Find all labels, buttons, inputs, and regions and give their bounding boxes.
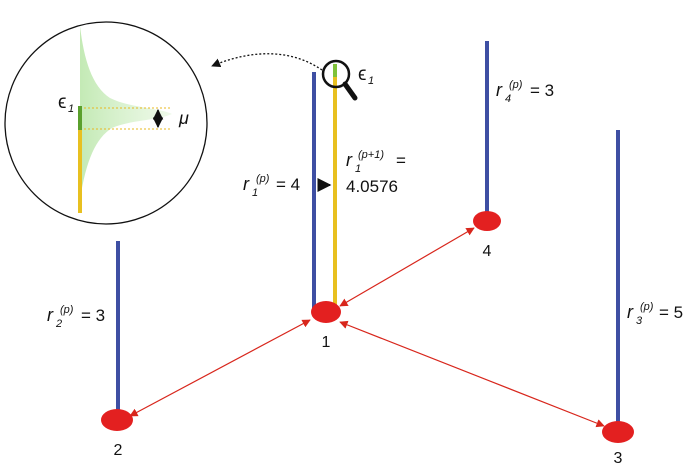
- svg-text:1: 1: [68, 103, 74, 115]
- node-3: [602, 421, 634, 443]
- noise-label: ϵ 1: [358, 64, 374, 87]
- svg-text:=: =: [396, 151, 406, 170]
- zoom-noise-label: ϵ 1: [58, 92, 74, 115]
- zoom-inset: μ ϵ 1: [4, 21, 208, 225]
- svg-text:= 5: = 5: [659, 303, 683, 322]
- rank-label-node-2: r 2 (p) = 3: [47, 304, 105, 330]
- svg-text:= 3: = 3: [530, 81, 554, 100]
- node-label-3: 3: [614, 450, 623, 465]
- svg-text:r: r: [496, 80, 503, 100]
- node-label-4: 4: [483, 243, 492, 260]
- svg-text:(p): (p): [640, 301, 654, 313]
- svg-text:(p): (p): [509, 79, 523, 91]
- svg-text:ϵ: ϵ: [58, 92, 66, 113]
- svg-text:1: 1: [355, 163, 361, 175]
- magnifier-icon: [321, 59, 358, 101]
- svg-text:r: r: [243, 174, 250, 194]
- svg-text:r: r: [346, 150, 353, 170]
- node-label-1: 1: [322, 334, 331, 351]
- svg-text:r: r: [627, 302, 634, 322]
- svg-text:1: 1: [252, 187, 258, 199]
- svg-text:(p): (p): [256, 173, 270, 185]
- svg-text:= 3: = 3: [81, 306, 105, 325]
- svg-text:2: 2: [55, 318, 62, 330]
- edge-1-3: [339, 320, 605, 428]
- noise-density-curve: [80, 26, 172, 200]
- node-1: [311, 301, 341, 323]
- svg-text:ϵ: ϵ: [358, 64, 366, 85]
- node-label-2: 2: [114, 442, 123, 459]
- edge-1-4: [339, 227, 475, 307]
- svg-text:(p): (p): [60, 304, 74, 316]
- zoom-connector: [211, 53, 323, 71]
- rank-label-node-1: r 1 (p) = 4: [243, 173, 300, 199]
- svg-text:(p+1): (p+1): [358, 149, 384, 161]
- svg-text:4.0576: 4.0576: [346, 177, 398, 196]
- edge-1-2: [129, 319, 311, 417]
- node-4: [473, 211, 501, 231]
- rank-label-node-3: r 3 (p) = 5: [627, 301, 683, 327]
- rank-label-node-4: r 4 (p) = 3: [496, 79, 554, 105]
- svg-text:r: r: [47, 305, 54, 325]
- node-2: [101, 409, 133, 431]
- svg-text:3: 3: [636, 315, 643, 327]
- mu-label: μ: [178, 108, 189, 128]
- svg-text:4: 4: [505, 93, 511, 105]
- svg-text:1: 1: [368, 75, 374, 87]
- updated-rank-label-node-1: r 1 (p+1) = 4.0576: [346, 149, 406, 196]
- svg-text:= 4: = 4: [276, 175, 300, 194]
